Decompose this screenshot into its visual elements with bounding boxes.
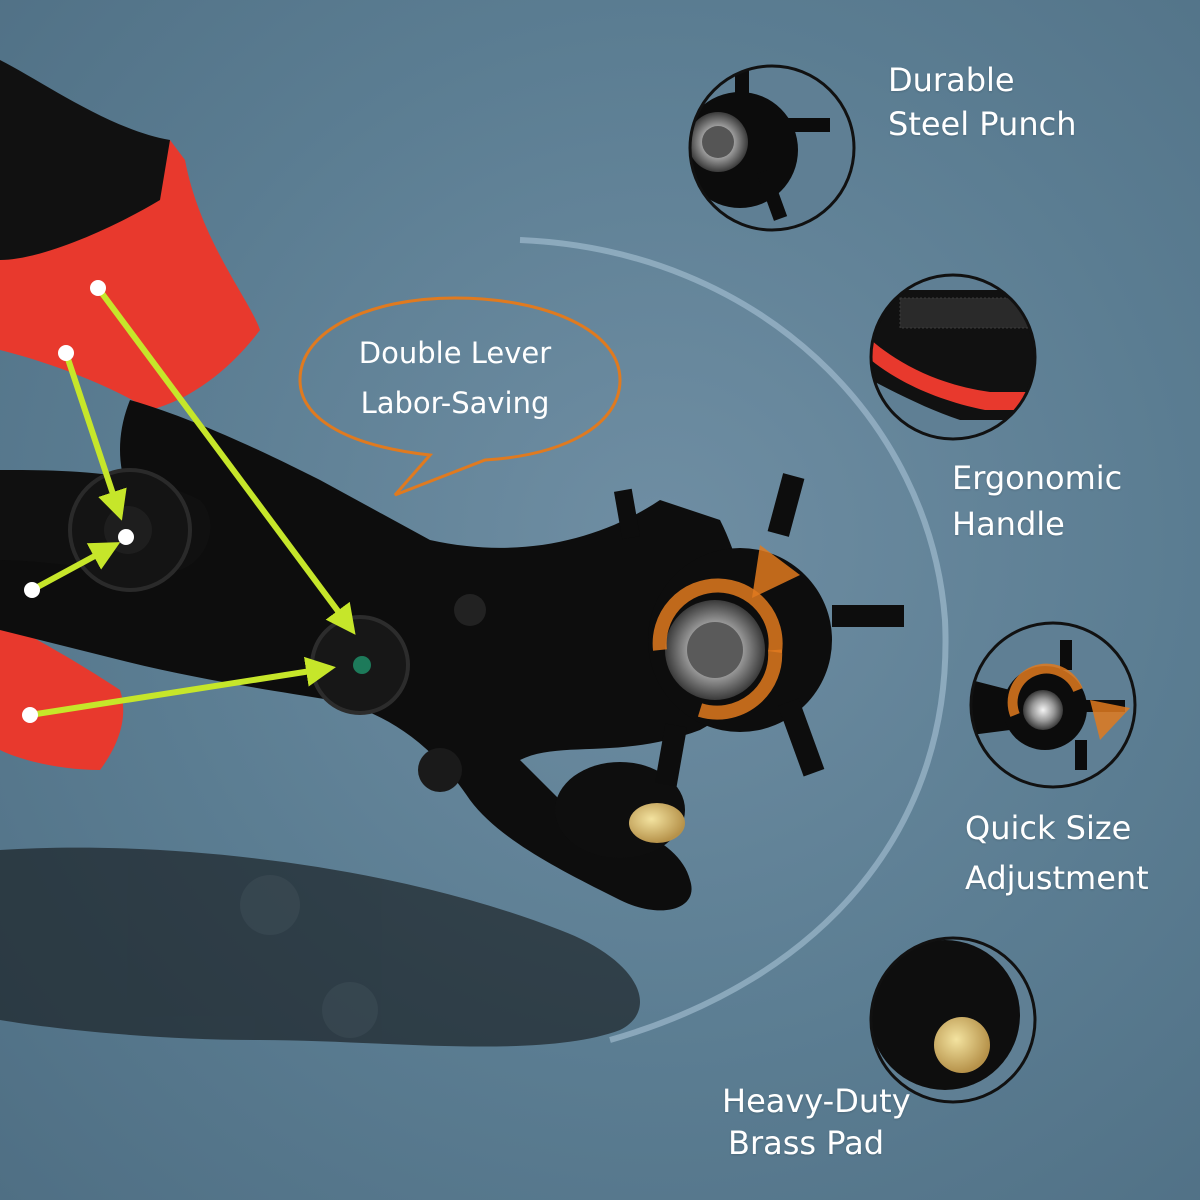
callout-line-1: Double Lever <box>358 336 552 370</box>
feature-label-brass-pad: Heavy-Duty Brass Pad <box>722 1080 911 1164</box>
feature-label-line-2: Brass Pad <box>728 1124 885 1162</box>
lower-handle <box>0 620 124 770</box>
feature-label-handle: Ergonomic Handle <box>952 455 1122 547</box>
decorative-arc <box>519 237 949 1043</box>
tool-reflection <box>0 847 640 1047</box>
punch-wheel <box>613 473 904 787</box>
callout-bubble <box>298 296 622 497</box>
double-lever-arrows <box>29 286 356 718</box>
feature-label-line-2: Handle <box>952 505 1065 543</box>
feature-label-line-1: Quick Size <box>965 809 1132 847</box>
callout-text: Double Lever Labor-Saving <box>330 328 580 428</box>
rotate-arrow-icon <box>971 623 1135 787</box>
arrow-origin-dots <box>22 280 134 723</box>
feature-label-steel-punch: Durable Steel Punch <box>888 58 1076 146</box>
feature-label-line-1: Heavy-Duty <box>722 1082 911 1120</box>
feature-label-line-2: Adjustment <box>965 859 1149 897</box>
upper-handle <box>0 60 260 410</box>
punch-tool-body <box>0 400 748 911</box>
brass-pad-icon <box>871 938 1035 1102</box>
feature-label-line-1: Ergonomic <box>952 459 1123 497</box>
handle-grip-icon <box>871 275 1035 439</box>
callout-line-2: Labor-Saving <box>360 386 550 420</box>
feature-label-line-2: Steel Punch <box>888 105 1077 143</box>
feature-label-line-1: Durable <box>888 61 1015 99</box>
feature-label-size-adjustment: Quick Size Adjustment <box>965 803 1149 903</box>
punch-wheel-icon <box>690 66 854 230</box>
